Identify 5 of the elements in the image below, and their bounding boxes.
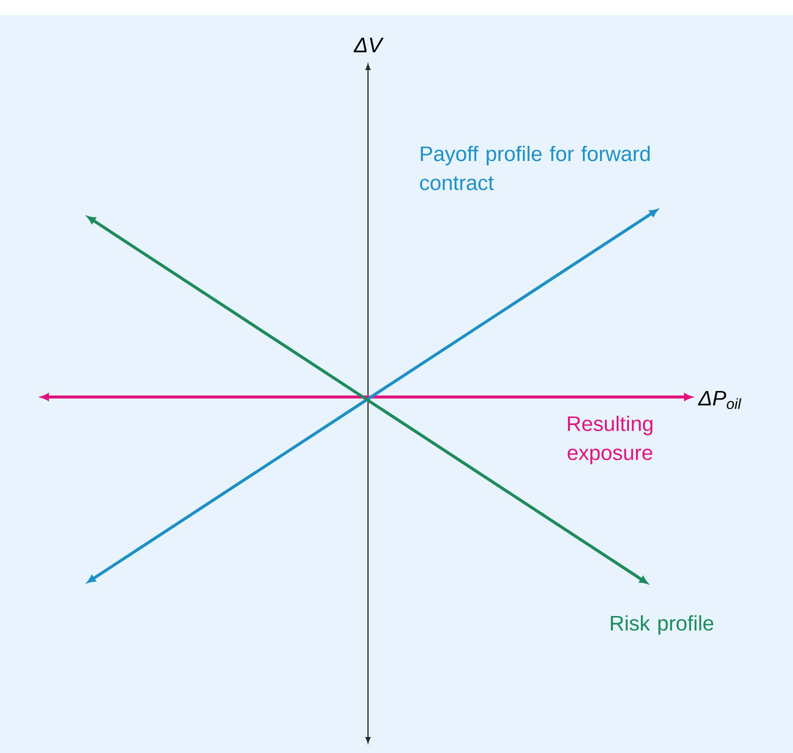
axis-label: ΔP$_{oil}$ — [698, 390, 742, 410]
line-label: Risk profile — [610, 615, 714, 635]
axis-label: ΔV — [354, 38, 384, 52]
line-label: Payoff profile for forward contract — [420, 146, 650, 190]
line-label: Resulting exposure — [568, 416, 652, 464]
